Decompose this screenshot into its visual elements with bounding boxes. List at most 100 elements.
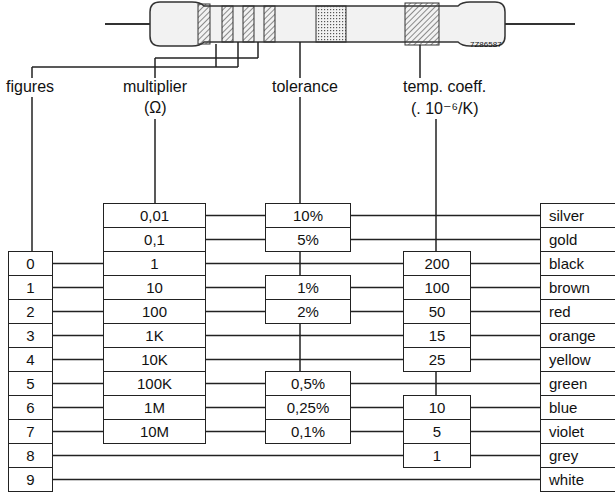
cell-text: 100K — [137, 376, 172, 391]
color-name-box: red — [540, 299, 615, 324]
row-line — [206, 263, 403, 265]
multiplier-box: 0,1 — [103, 227, 206, 252]
figure-box: 8 — [8, 443, 53, 468]
tolerance-box: 0,5% — [265, 371, 351, 396]
figure-box: 0 — [8, 251, 53, 276]
cell-text: 4 — [26, 352, 34, 367]
multiplier-box: 0,01 — [103, 203, 206, 228]
figure-box: 2 — [8, 299, 53, 324]
figure-box: 7 — [8, 419, 53, 444]
multiplier-box: 10 — [103, 275, 206, 300]
row-line — [351, 407, 403, 409]
multiplier-box: 100K — [103, 371, 206, 396]
cell-text: white — [549, 472, 584, 487]
figure-box: 3 — [8, 323, 53, 348]
row-line — [53, 407, 103, 409]
cell-text: violet — [549, 424, 584, 439]
tolerance-box: 10% — [265, 203, 351, 228]
row-line — [351, 311, 403, 313]
multiplier-box: 1K — [103, 323, 206, 348]
cell-text: 7 — [26, 424, 34, 439]
row-line — [53, 311, 103, 313]
tolerance-box: 2% — [265, 299, 351, 324]
row-line — [206, 335, 403, 337]
cell-text: 1K — [145, 328, 163, 343]
color-name-box: grey — [540, 443, 615, 468]
row-line — [471, 359, 540, 361]
figure-box: 4 — [8, 347, 53, 372]
cell-text: 2 — [26, 304, 34, 319]
drawing-number: 7Z86587 — [468, 40, 504, 49]
figure-box: 1 — [8, 275, 53, 300]
cell-text: 10K — [141, 352, 168, 367]
color-name-box: orange — [540, 323, 615, 348]
color-name-box: green — [540, 371, 615, 396]
cell-text: 0,01 — [140, 208, 169, 223]
color-name-box: white — [540, 467, 615, 492]
cell-text: 2% — [297, 304, 319, 319]
row-line — [53, 359, 103, 361]
temp-coeff-box: 10 — [403, 395, 471, 420]
cell-text: 10 — [429, 400, 446, 415]
column-heading: (Ω) — [142, 99, 169, 117]
cell-text: 0,5% — [291, 376, 325, 391]
cell-text: 100 — [424, 280, 449, 295]
row-line — [53, 335, 103, 337]
multiplier-box: 1 — [103, 251, 206, 276]
row-line — [351, 431, 403, 433]
tolerance-box: 0,25% — [265, 395, 351, 420]
color-name-box: yellow — [540, 347, 615, 372]
cell-text: 10M — [140, 424, 169, 439]
multiplier-box: 1M — [103, 395, 206, 420]
column-heading: multiplier — [121, 78, 189, 96]
row-line — [471, 455, 540, 457]
row-line — [206, 359, 403, 361]
tolerance-box: 0,1% — [265, 419, 351, 444]
cell-text: 100 — [142, 304, 167, 319]
color-name-box: gold — [540, 227, 615, 252]
row-line — [53, 287, 103, 289]
row-line — [53, 383, 103, 385]
cell-text: 25 — [429, 352, 446, 367]
cell-text: green — [549, 376, 587, 391]
row-line — [206, 287, 265, 289]
temp-coeff-box: 100 — [403, 275, 471, 300]
temp-coeff-box: 1 — [403, 443, 471, 468]
row-line — [206, 215, 265, 217]
row-line — [206, 383, 265, 385]
column-heading: figures — [4, 78, 56, 96]
temp-coeff-box: 200 — [403, 251, 471, 276]
cell-text: 1 — [433, 448, 441, 463]
row-line — [206, 239, 265, 241]
tolerance-box: 5% — [265, 227, 351, 252]
cell-text: silver — [549, 208, 584, 223]
cell-text: 5 — [26, 376, 34, 391]
cell-text: 1 — [150, 256, 158, 271]
multiplier-box: 10K — [103, 347, 206, 372]
row-line — [471, 263, 540, 265]
cell-text: blue — [549, 400, 577, 415]
temp-coeff-box: 25 — [403, 347, 471, 372]
color-name-box: brown — [540, 275, 615, 300]
row-line — [53, 431, 103, 433]
cell-text: black — [549, 256, 584, 271]
cell-text: orange — [549, 328, 596, 343]
cell-text: grey — [549, 448, 578, 463]
multiplier-box: 10M — [103, 419, 206, 444]
cell-text: 0,25% — [287, 400, 330, 415]
cell-text: red — [549, 304, 571, 319]
temp-coeff-box: 5 — [403, 419, 471, 444]
row-line — [351, 239, 540, 241]
color-name-box: silver — [540, 203, 615, 228]
cell-text: 5 — [433, 424, 441, 439]
row-line — [206, 311, 265, 313]
cell-text: 5% — [297, 232, 319, 247]
cell-text: 10% — [293, 208, 323, 223]
color-name-box: black — [540, 251, 615, 276]
cell-text: 1% — [297, 280, 319, 295]
figure-box: 6 — [8, 395, 53, 420]
cell-text: 0 — [26, 256, 34, 271]
cell-text: 8 — [26, 448, 34, 463]
cell-text: 1 — [26, 280, 34, 295]
row-line — [351, 383, 540, 385]
